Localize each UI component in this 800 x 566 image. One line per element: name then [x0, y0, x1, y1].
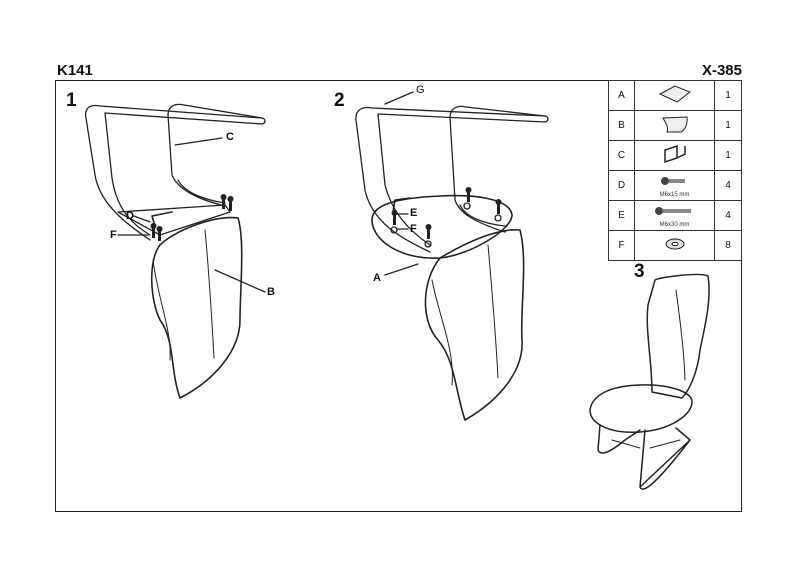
seat-plate: [117, 204, 231, 236]
part-illustration: M6x30 mm: [634, 200, 715, 231]
step3-drawing: [589, 273, 710, 490]
model-name: K141: [57, 62, 93, 79]
callout-label: C: [226, 131, 234, 143]
sled-base: [597, 424, 691, 490]
table-row: B 1: [608, 110, 742, 141]
callout-label: G: [416, 84, 425, 96]
washer-icon: [665, 238, 684, 250]
part-illustration: M6x15 mm: [634, 170, 715, 201]
table-row: E M6x30 mm 4: [608, 200, 742, 231]
callout-label: F: [410, 223, 417, 235]
part-illustration: [634, 140, 715, 171]
bolt-long-icon: [654, 207, 691, 215]
table-row: F 8: [608, 230, 742, 261]
step-number: 1: [66, 90, 77, 111]
callout-label: E: [410, 207, 418, 219]
assembled-backrest: [646, 273, 710, 399]
part-spec: M6x15 mm: [659, 192, 690, 198]
table-row: C 1: [608, 140, 742, 171]
callout-label: A: [373, 272, 381, 284]
part-qty: 4: [714, 200, 742, 231]
backrest-icon: [661, 116, 688, 133]
part-letter: F: [608, 230, 635, 261]
part-letter: C: [608, 140, 635, 171]
part-illustration: [634, 110, 715, 141]
table-row: D M6x15 mm 4: [608, 170, 742, 201]
part-spec: M6x30 mm: [659, 222, 690, 228]
part-letter: B: [608, 110, 635, 141]
backrest-b: [150, 216, 243, 399]
frame-tube-left: [84, 104, 266, 241]
callout-label: D: [126, 210, 134, 222]
callout-label: F: [110, 229, 117, 241]
bolt-short-icon: [660, 177, 685, 185]
part-qty: 1: [714, 140, 742, 171]
part-illustration: [634, 230, 715, 261]
part-illustration: [634, 80, 715, 111]
table-row: A 1: [608, 80, 742, 111]
seat-icon: [658, 85, 691, 103]
model-code: X-385: [701, 62, 742, 79]
part-qty: 4: [714, 170, 742, 201]
step1-drawing: [84, 103, 266, 399]
part-letter: E: [608, 200, 635, 231]
part-qty: 1: [714, 80, 742, 111]
step2-drawing: [355, 91, 549, 421]
parts-table: A 1 B 1 C 1 D M6x15 mm: [608, 80, 742, 261]
frame-tube-right: [167, 103, 263, 207]
frame-icon: [663, 144, 686, 164]
part-letter: A: [608, 80, 635, 111]
part-qty: 1: [714, 110, 742, 141]
callout-label: B: [267, 286, 275, 298]
assembled-seat: [589, 384, 693, 433]
step-number: 2: [334, 90, 345, 111]
part-qty: 8: [714, 230, 742, 261]
step-number: 3: [634, 261, 645, 282]
part-letter: D: [608, 170, 635, 201]
instruction-frame: [55, 80, 742, 512]
backrest-step2: [424, 229, 525, 421]
